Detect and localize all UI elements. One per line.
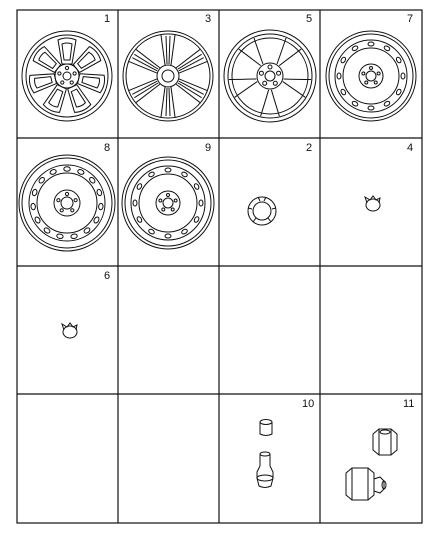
lug-nut-top <box>372 428 398 456</box>
cell-label: 9 <box>205 142 212 154</box>
cell-label: 4 <box>407 142 414 154</box>
wheel-spoked-7 <box>21 30 113 122</box>
steel-wheel-large <box>18 154 116 252</box>
valve-body <box>256 451 274 488</box>
lug-nut <box>345 428 398 501</box>
wheel-multi-spoke <box>122 30 214 122</box>
center-cap <box>247 196 277 226</box>
cell-label: 2 <box>306 142 313 154</box>
steel-wheel <box>325 30 417 122</box>
wheel-5-spoke <box>223 29 317 123</box>
lug-nut-side <box>345 467 387 501</box>
steel-wheel <box>121 156 215 250</box>
valve-stem <box>256 419 274 488</box>
cell-label: 7 <box>407 13 414 25</box>
cell-label: 8 <box>104 142 111 154</box>
cell-label: 6 <box>104 270 111 282</box>
cell-label: 1 <box>104 13 111 25</box>
lug-nut-cap <box>364 195 381 212</box>
lug-nut-cap <box>61 322 78 339</box>
cell-label: 3 <box>205 13 212 25</box>
valve-cap <box>259 419 273 436</box>
cell-label: 11 <box>403 398 415 410</box>
cell-label: 5 <box>306 13 313 25</box>
cell-label: 10 <box>302 398 315 410</box>
